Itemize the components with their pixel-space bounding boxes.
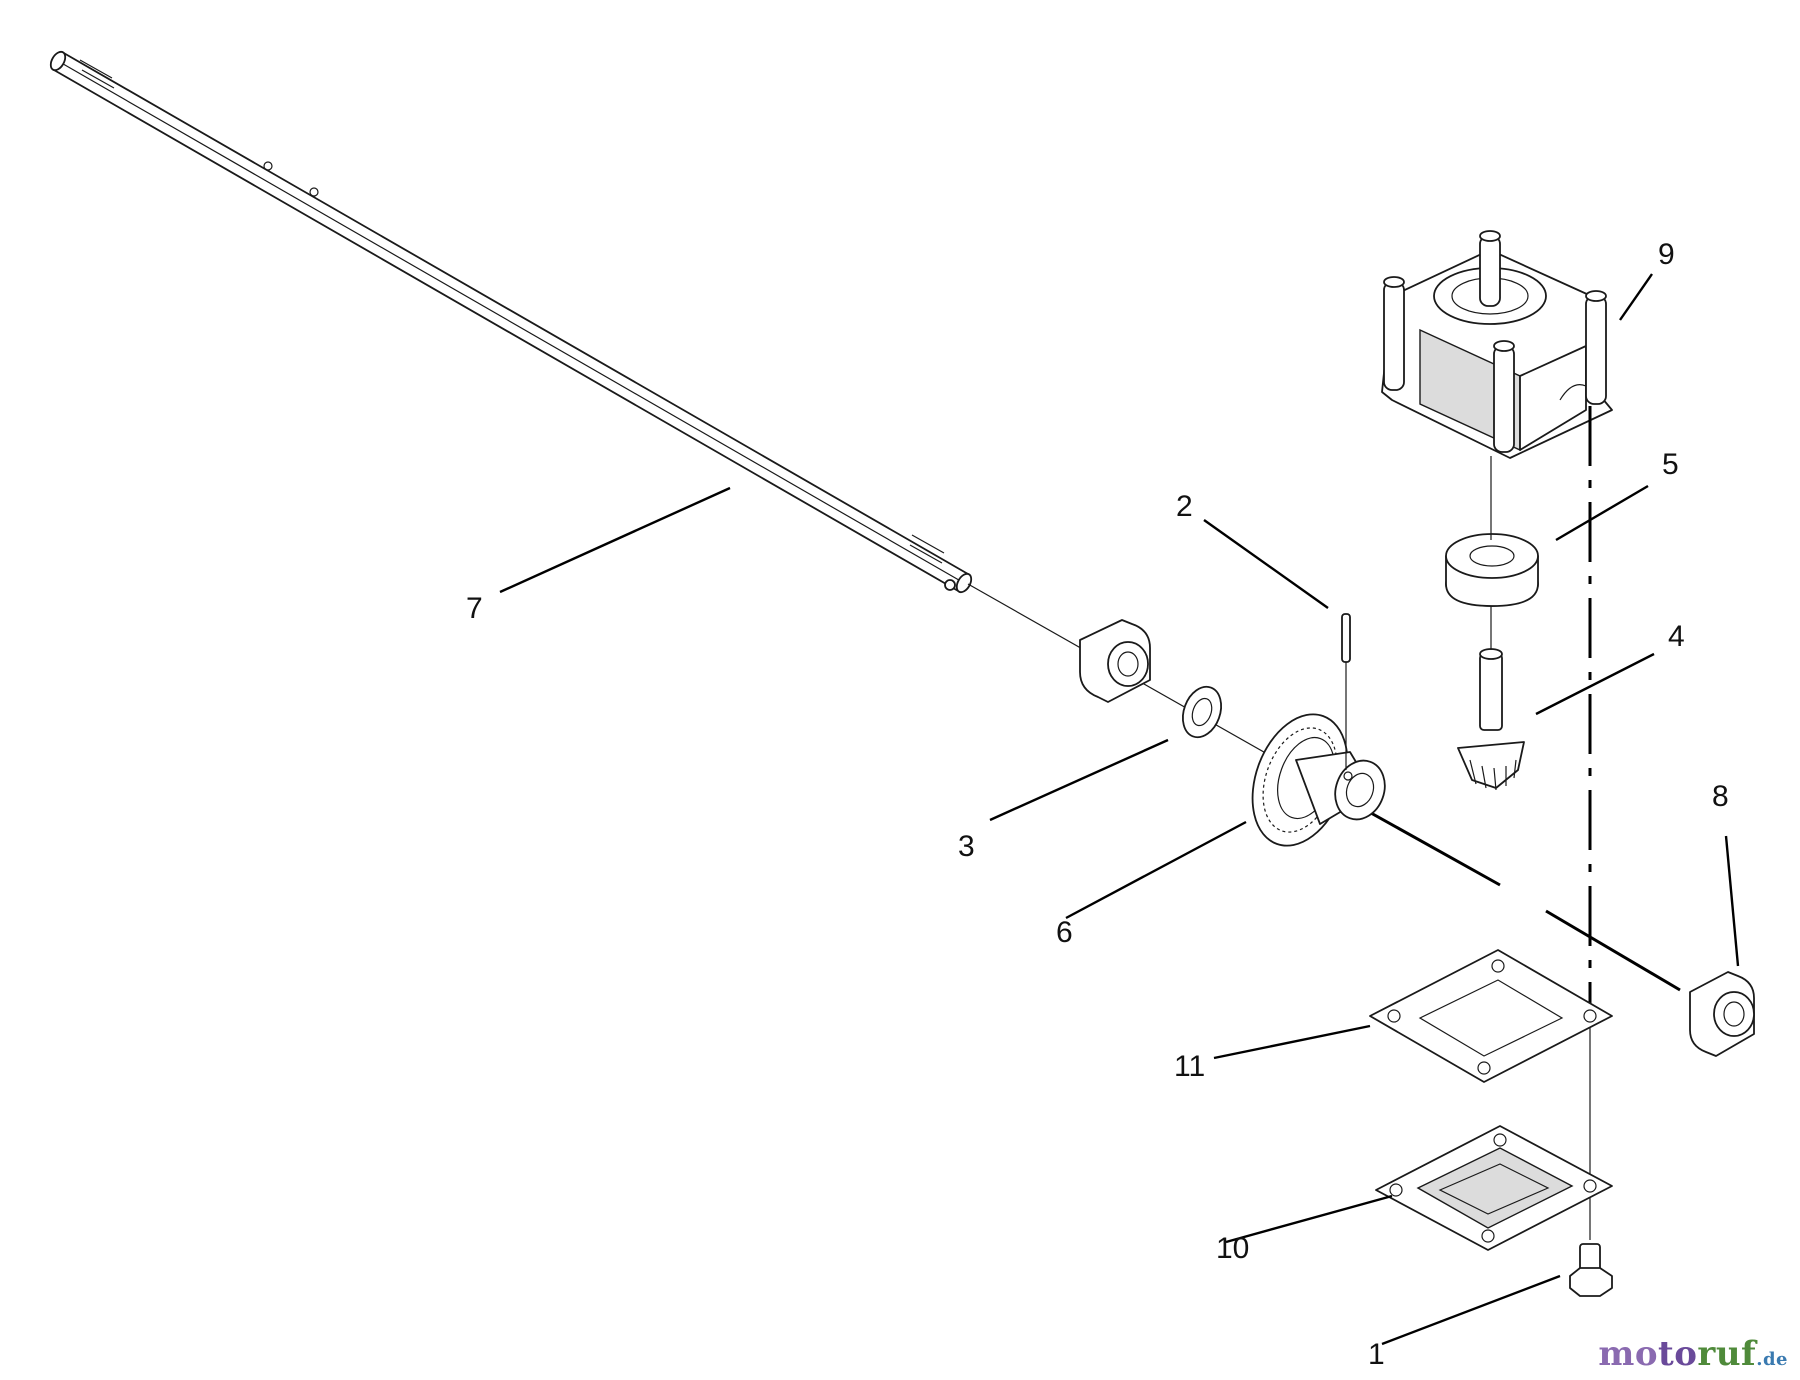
callout-11: 11 bbox=[1174, 1050, 1205, 1083]
callout-9: 9 bbox=[1658, 238, 1675, 271]
watermark-part-d: .de bbox=[1756, 1349, 1788, 1370]
part-3-washer bbox=[1181, 685, 1223, 739]
callout-3: 3 bbox=[958, 830, 975, 863]
leader-lines bbox=[499, 273, 1740, 1346]
part-5-bearing bbox=[1445, 533, 1539, 607]
part-bushing-left bbox=[1079, 619, 1151, 703]
part-7-drive-shaft bbox=[49, 50, 973, 594]
callout-6: 6 bbox=[1056, 916, 1073, 949]
part-11-gasket bbox=[1369, 949, 1613, 1083]
callout-8: 8 bbox=[1712, 780, 1729, 813]
callout-5: 5 bbox=[1662, 448, 1679, 481]
callout-7: 7 bbox=[466, 592, 483, 625]
gear-axis-line-2 bbox=[1545, 909, 1681, 992]
part-9-gear-housing bbox=[1381, 230, 1613, 459]
part-1-bolt bbox=[1569, 1243, 1613, 1297]
part-2-pin bbox=[1341, 613, 1351, 770]
part-4-pinion-shaft bbox=[1457, 648, 1525, 791]
part-6-bevel-gear bbox=[1251, 713, 1386, 847]
callout-1: 1 bbox=[1368, 1338, 1385, 1371]
gear-axis-line bbox=[1361, 806, 1501, 887]
watermark-part-a: mo bbox=[1598, 1334, 1659, 1374]
watermark-part-c: ruf bbox=[1697, 1334, 1757, 1374]
watermark-part-b: to bbox=[1658, 1334, 1698, 1374]
motoruf-watermark: motoruf.de bbox=[1598, 1334, 1788, 1374]
callout-10: 10 bbox=[1216, 1232, 1249, 1265]
callout-2: 2 bbox=[1176, 490, 1193, 523]
part-10-cover-plate bbox=[1375, 1125, 1613, 1251]
part-8-bushing-right bbox=[1689, 971, 1755, 1057]
callout-4: 4 bbox=[1668, 620, 1685, 653]
